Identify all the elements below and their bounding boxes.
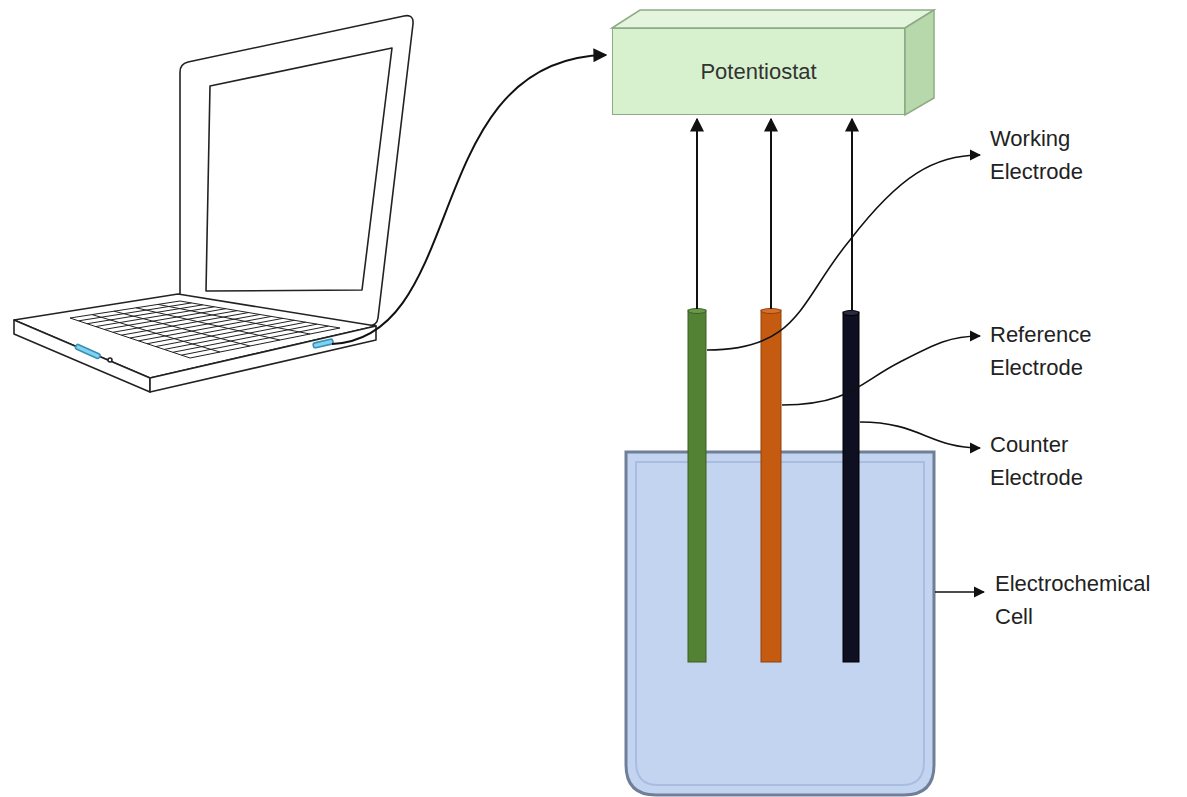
electrode-cap bbox=[761, 309, 781, 314]
key-line bbox=[104, 309, 225, 330]
laptop-base-side bbox=[14, 320, 150, 392]
laptop-screen bbox=[206, 48, 392, 291]
instrument-box: Potentiostat bbox=[612, 28, 905, 115]
leader-line bbox=[860, 422, 980, 448]
laptop-port bbox=[75, 344, 101, 359]
part-label: Electrochemical Cell bbox=[995, 567, 1170, 633]
counter-electrode bbox=[843, 312, 859, 662]
key-line bbox=[173, 324, 317, 352]
key-line bbox=[164, 322, 305, 349]
leader-line bbox=[935, 591, 984, 593]
laptop-lid bbox=[180, 16, 413, 326]
key-line bbox=[96, 307, 215, 327]
part-label: Reference Electrode bbox=[990, 318, 1130, 384]
electrode-wire bbox=[770, 119, 772, 309]
electrode-cap bbox=[843, 311, 859, 316]
key-line bbox=[181, 326, 328, 355]
usb-cable bbox=[332, 55, 606, 344]
electrode-wire bbox=[696, 119, 698, 309]
electrode-wire bbox=[851, 119, 853, 311]
part-label: Working Electrode bbox=[990, 122, 1130, 188]
box-side-face bbox=[905, 10, 934, 115]
keyboard bbox=[70, 301, 340, 358]
laptop-led bbox=[108, 358, 112, 362]
key-line bbox=[79, 303, 192, 321]
key-line bbox=[190, 328, 340, 358]
box-label: Potentiostat bbox=[700, 59, 816, 85]
part-label: Counter Electrode bbox=[990, 428, 1130, 494]
key-line bbox=[113, 311, 237, 333]
leader-line bbox=[707, 155, 980, 350]
box-top-face bbox=[612, 10, 934, 28]
working-electrode bbox=[688, 310, 706, 662]
leader-line bbox=[782, 336, 980, 405]
reference-electrode bbox=[761, 310, 781, 662]
key-line bbox=[87, 305, 203, 324]
laptop-base-top bbox=[14, 294, 376, 378]
key-line bbox=[156, 320, 295, 346]
electrode-cap bbox=[688, 309, 706, 314]
laptop-port bbox=[313, 339, 334, 348]
laptop bbox=[14, 16, 413, 392]
